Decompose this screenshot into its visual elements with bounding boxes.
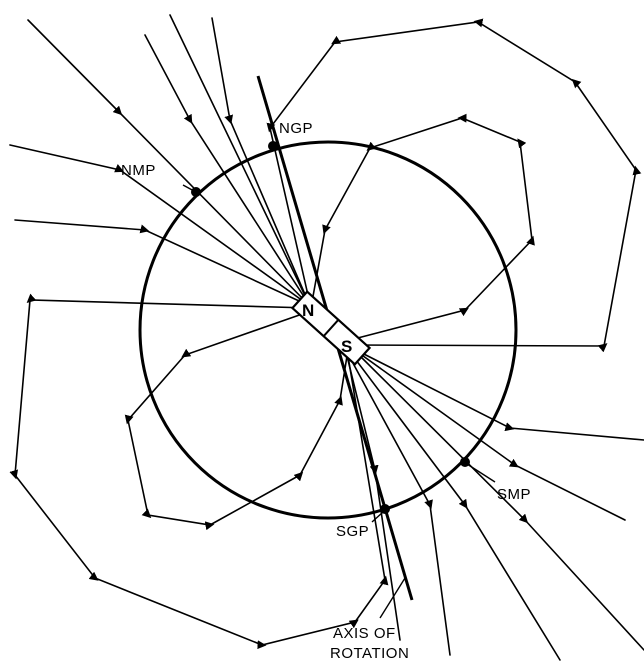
nmp-label: NMP (121, 162, 156, 179)
magnet-north-label: N (302, 301, 314, 320)
field-line (352, 348, 644, 440)
field-line (170, 15, 310, 306)
field-line (28, 20, 310, 306)
upper-right-loops (270, 22, 636, 346)
smp-leader (467, 464, 495, 482)
axis-label-line1: AXIS OF (333, 625, 396, 642)
field-line (212, 18, 310, 306)
magnet-south-label: S (341, 337, 352, 356)
field-line (15, 220, 310, 306)
nmp-marker (191, 187, 201, 197)
field-loop-outer (270, 22, 636, 346)
field-loop-inner (312, 118, 532, 340)
axis-label-line2: ROTATION (330, 645, 409, 662)
field-line (10, 145, 310, 306)
north-field-lines (10, 15, 310, 306)
ngp-label: NGP (279, 120, 313, 137)
field-loop-outer (15, 300, 385, 645)
ngp-marker (268, 141, 278, 151)
smp-label: SMP (497, 486, 531, 503)
sgp-label: SGP (336, 523, 369, 540)
south-field-lines (347, 348, 644, 660)
lower-left-loops (15, 300, 385, 645)
